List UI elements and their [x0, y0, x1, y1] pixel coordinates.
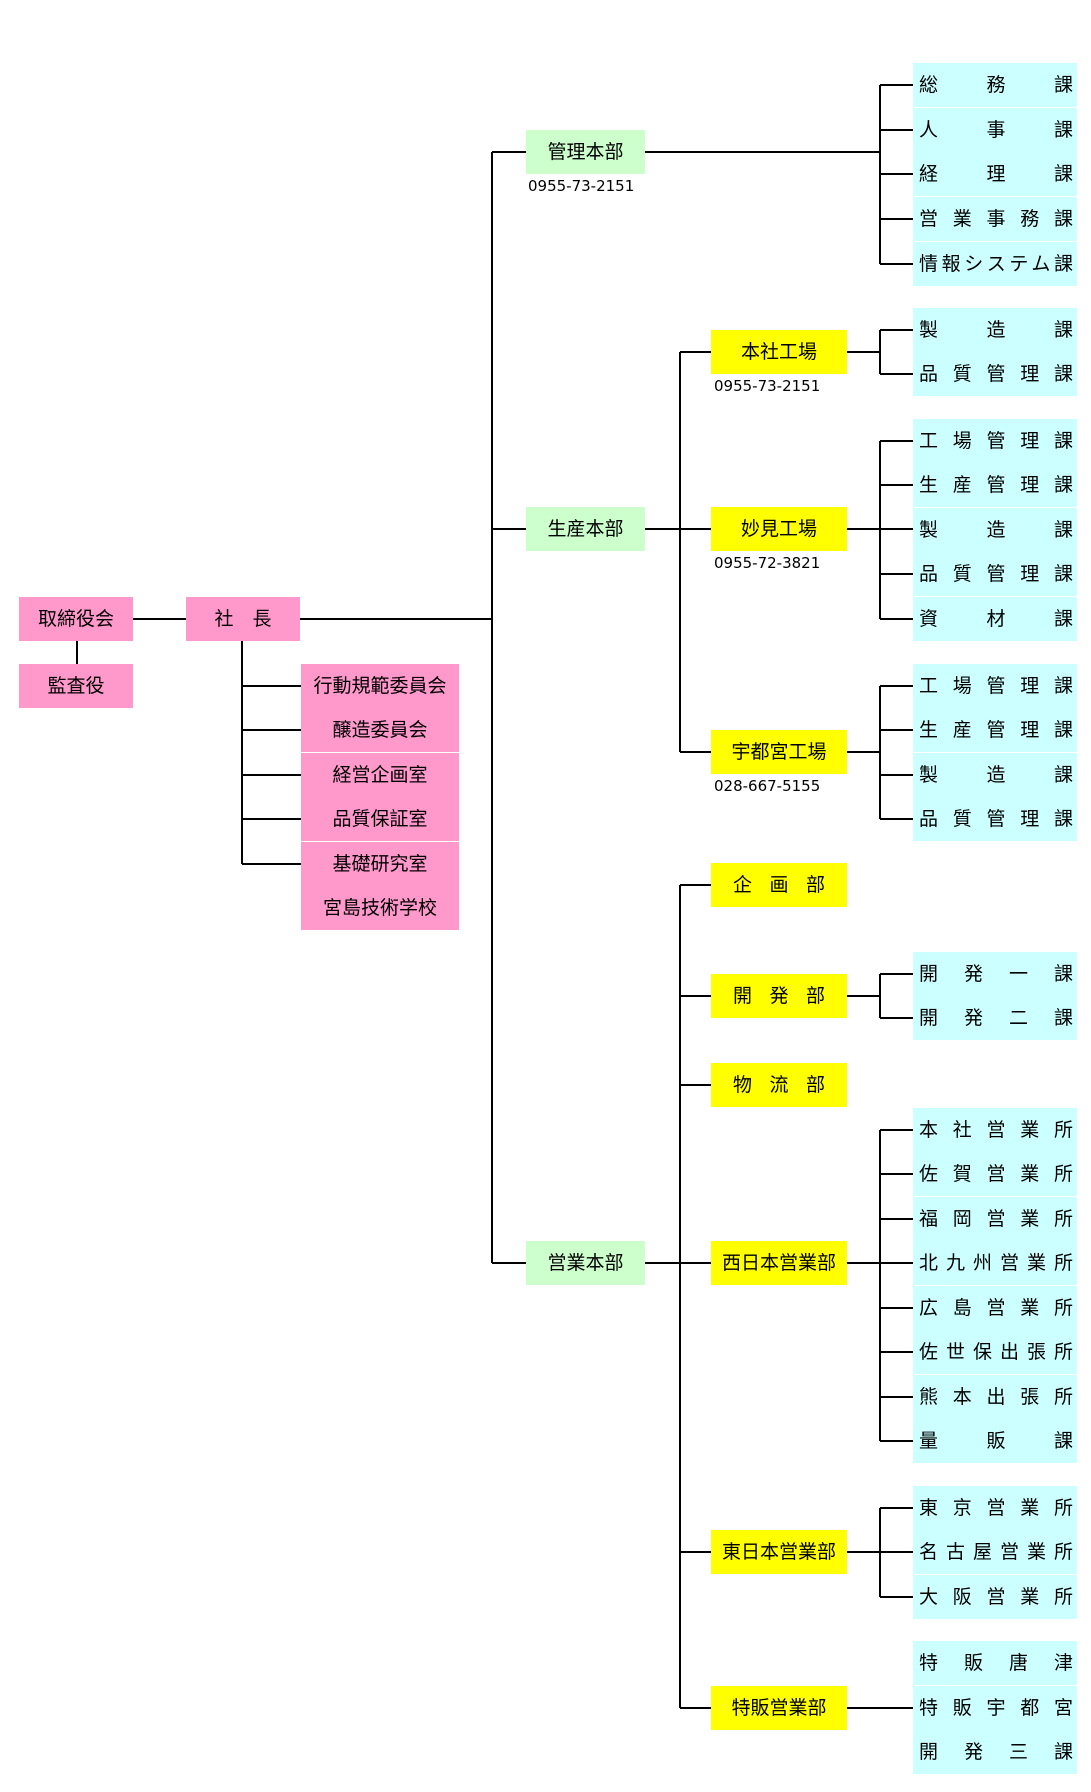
- section-box: 営業事務課: [913, 197, 1077, 241]
- section-box: 量販課: [913, 1419, 1077, 1463]
- kikaku-dept-box: 企画部: [711, 863, 847, 907]
- section-box: 品質管理課: [913, 352, 1077, 396]
- board-of-directors-box: 取締役会: [19, 597, 133, 641]
- section-box: 特販宇都宮: [913, 1686, 1077, 1730]
- section-box: 品質管理課: [913, 552, 1077, 596]
- section-box: 開発三課: [913, 1730, 1077, 1774]
- kaihatsu-dept-box: 開発部: [711, 974, 847, 1018]
- nishinihon-dept-box: 西日本営業部: [711, 1241, 847, 1285]
- section-box: 製造課: [913, 508, 1077, 552]
- honsha-factory-phone: 0955-73-2151: [714, 377, 821, 395]
- section-box: 佐賀営業所: [913, 1152, 1077, 1196]
- section-box: 特販唐津: [913, 1641, 1077, 1685]
- section-box: 福岡営業所: [913, 1197, 1077, 1241]
- staff-box: 醸造委員会: [301, 708, 459, 752]
- president-box: 社 長: [186, 597, 300, 641]
- section-box: 経理課: [913, 152, 1077, 196]
- section-box: 開発二課: [913, 996, 1077, 1040]
- staff-box: 経営企画室: [301, 753, 459, 797]
- section-box: 情報システム課: [913, 242, 1077, 286]
- section-box: 品質管理課: [913, 797, 1077, 841]
- section-box: 北九州営業所: [913, 1241, 1077, 1285]
- admin-division-box: 管理本部: [526, 130, 645, 174]
- sales-division-box: 営業本部: [526, 1241, 645, 1285]
- section-box: 名古屋営業所: [913, 1530, 1077, 1574]
- section-box: 製造課: [913, 308, 1077, 352]
- section-box: 工場管理課: [913, 419, 1077, 463]
- section-box: 佐世保出張所: [913, 1330, 1077, 1374]
- section-box: 総務課: [913, 63, 1077, 107]
- admin-phone: 0955-73-2151: [528, 177, 635, 195]
- staff-box: 宮島技術学校: [301, 886, 459, 930]
- section-box: 東京営業所: [913, 1486, 1077, 1530]
- section-box: 熊本出張所: [913, 1375, 1077, 1419]
- staff-box: 基礎研究室: [301, 842, 459, 886]
- utsunomiya-factory-phone: 028-667-5155: [714, 777, 821, 795]
- honsha-factory-box: 本社工場: [711, 330, 847, 374]
- section-box: 広島営業所: [913, 1286, 1077, 1330]
- production-division-box: 生産本部: [526, 507, 645, 551]
- section-box: 人事課: [913, 108, 1077, 152]
- section-box: 生産管理課: [913, 463, 1077, 507]
- section-box: 生産管理課: [913, 708, 1077, 752]
- staff-box: 行動規範委員会: [301, 664, 459, 708]
- myoken-factory-box: 妙見工場: [711, 507, 847, 551]
- auditor-box: 監査役: [19, 664, 133, 708]
- butsuryu-dept-box: 物流部: [711, 1063, 847, 1107]
- higashinihon-dept-box: 東日本営業部: [711, 1530, 847, 1574]
- section-box: 製造課: [913, 753, 1077, 797]
- section-box: 本社営業所: [913, 1108, 1077, 1152]
- section-box: 工場管理課: [913, 664, 1077, 708]
- staff-box: 品質保証室: [301, 797, 459, 841]
- utsunomiya-factory-box: 宇都宮工場: [711, 730, 847, 774]
- tokuhan-dept-box: 特販営業部: [711, 1686, 847, 1730]
- section-box: 開発一課: [913, 952, 1077, 996]
- section-box: 資材課: [913, 597, 1077, 641]
- section-box: 大阪営業所: [913, 1575, 1077, 1619]
- myoken-factory-phone: 0955-72-3821: [714, 554, 821, 572]
